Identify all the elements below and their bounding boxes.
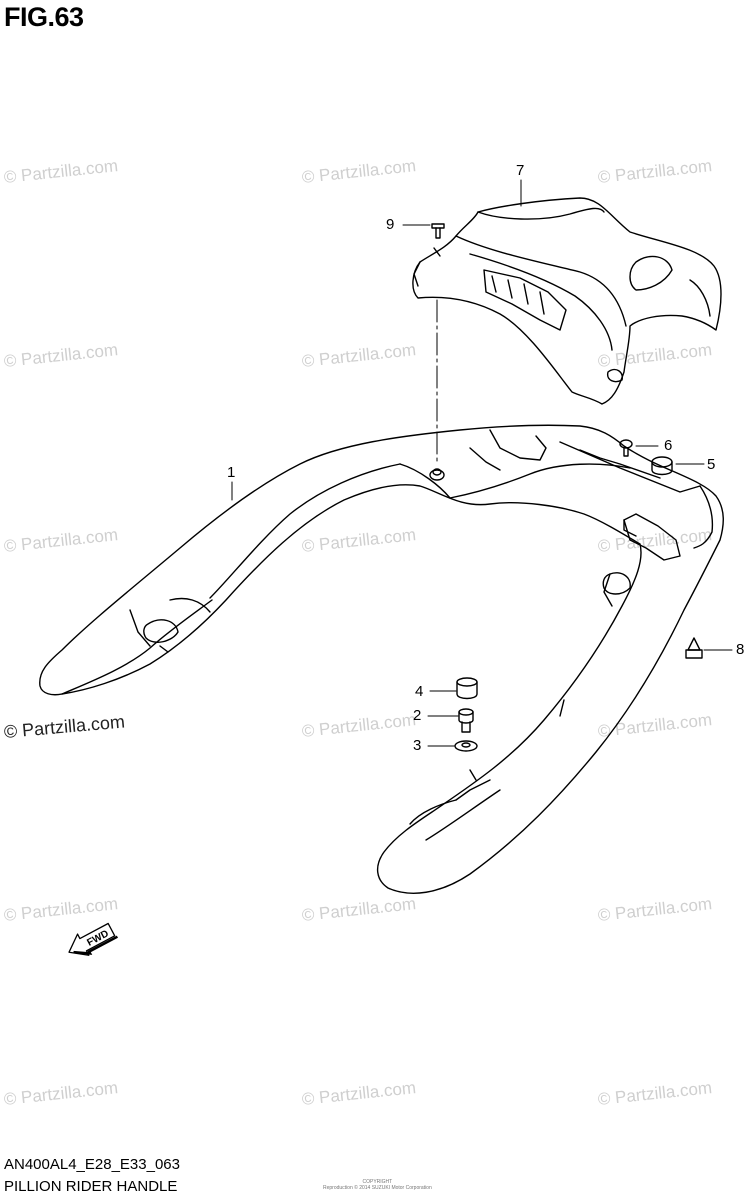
bolt-part-2 [458,708,474,733]
callout-9: 9 [386,216,395,233]
callout-2: 2 [413,707,422,724]
callout-7: 8 [736,641,745,658]
callout-5: 5 [707,456,716,473]
callout-3: 3 [413,737,422,754]
callout-6: 6 [664,437,673,454]
callout-8: 7 [516,162,525,179]
cushion-part-5 [651,456,673,476]
handle-cover-part [412,197,722,405]
copyright-note: COPYRIGHT Reproduction © 2014 SUZUKI Mot… [323,1179,432,1191]
copyright-line-2: Reproduction © 2014 SUZUKI Motor Corpora… [323,1185,432,1191]
cap-part-4 [456,677,478,700]
callout-4: 4 [415,683,424,700]
model-code: AN400AL4_E28_E33_063 [4,1156,180,1173]
fwd-arrow-icon: FWD [68,922,119,956]
figure-caption: PILLION RIDER HANDLE [4,1178,178,1195]
screw-part-6 [619,439,633,457]
copyright-line-1: COPYRIGHT [362,1179,393,1185]
pillion-handle-part [39,424,724,894]
washer-part-3 [454,740,478,752]
callout-1: 1 [227,464,236,481]
screw-part-9 [431,223,445,239]
nut-part-7 [685,637,703,659]
figure-title: FIG.63 [4,2,84,32]
grommet [429,468,445,481]
